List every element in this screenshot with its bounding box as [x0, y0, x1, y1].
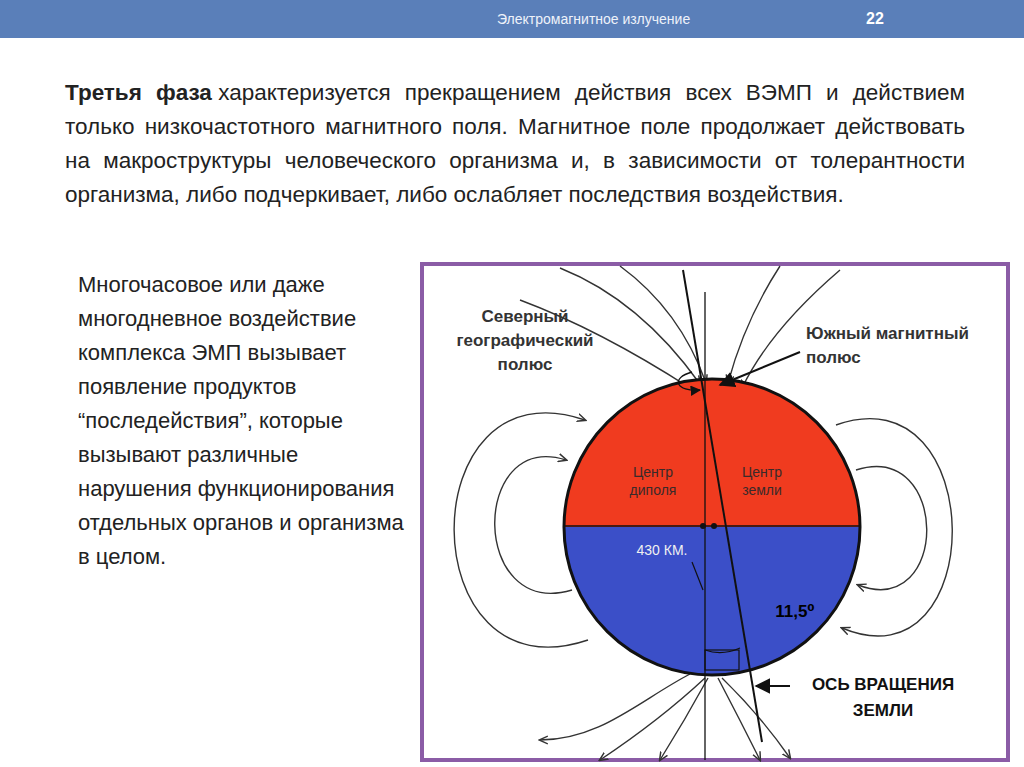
- distance-leader: [692, 562, 703, 590]
- slide-title: Электромагнитное излучение: [497, 11, 690, 27]
- axis-leader: [756, 685, 790, 687]
- angle-box: [705, 650, 739, 670]
- circle-label: Центр земли: [728, 463, 796, 499]
- equator-line: [564, 525, 860, 527]
- earth-outline: [564, 379, 860, 675]
- north-half: [564, 379, 860, 527]
- rotation-axis: [683, 270, 762, 742]
- circle-label: 11,5⁰: [760, 601, 830, 623]
- page-number: 22: [866, 10, 884, 28]
- circle-label: 430 КМ.: [622, 541, 702, 559]
- south-half: [564, 527, 860, 675]
- side-text: Многочасовое или даже многодневное возде…: [78, 268, 408, 574]
- circle-label: Центр диполя: [614, 463, 692, 499]
- axis-label: ОСЬ ВРАЩЕНИЯ ЗЕМЛИ: [793, 672, 973, 724]
- pole-label: Северный географический полюс: [445, 305, 605, 377]
- intro-paragraph: Третья фазахарактеризуется прекращением …: [65, 76, 965, 212]
- pole-label: Южный магнитный полюс: [806, 322, 1006, 370]
- rotation-arrow: [678, 372, 700, 390]
- phase-heading: Третья фаза: [65, 80, 212, 105]
- pole-leader: [720, 352, 800, 385]
